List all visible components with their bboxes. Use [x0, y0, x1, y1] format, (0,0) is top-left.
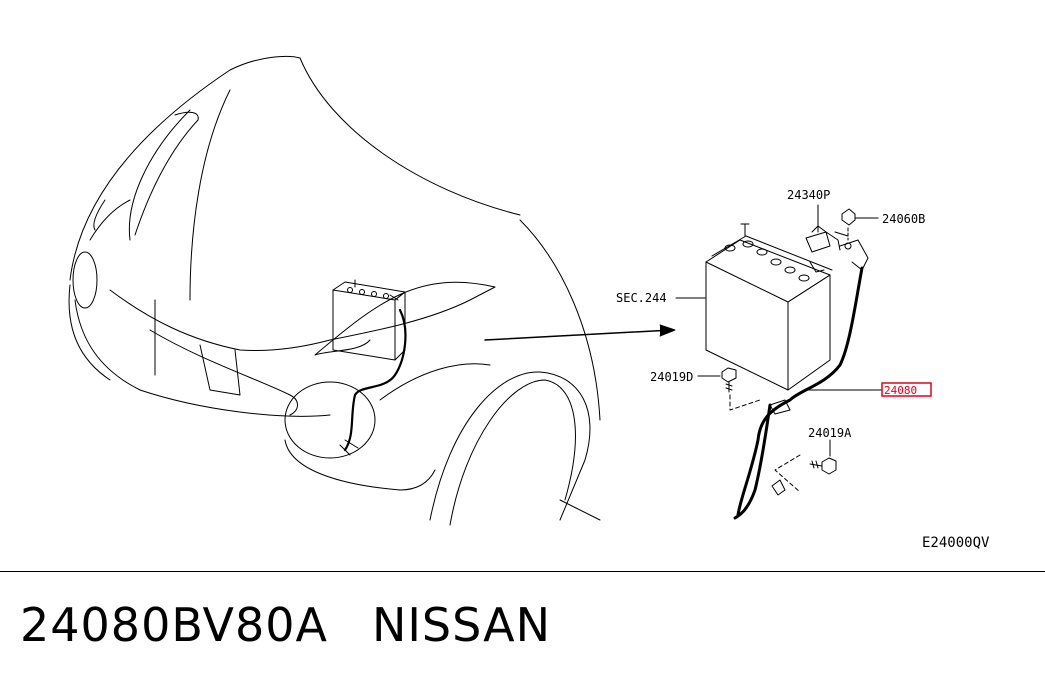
part-number: 24080BV80A	[20, 598, 328, 652]
parts-diagram: SEC.244 24340P 24060B 24019D 24080 24019…	[68, 55, 990, 551]
small-cable-end	[339, 439, 359, 456]
battery-cable-24080-b	[733, 403, 772, 520]
battery-cable-24080	[736, 266, 864, 517]
figure-code: E24000QV	[922, 535, 990, 551]
label-24340p[interactable]: 24340P	[787, 188, 830, 202]
callout-arrow-head	[659, 324, 676, 337]
label-24080[interactable]: 24080	[884, 384, 917, 397]
highlight-box-24080	[881, 382, 932, 397]
label-24019d[interactable]: 24019D	[650, 370, 693, 384]
small-battery-in-car	[332, 279, 406, 361]
cable-clip	[769, 399, 791, 415]
label-24060b[interactable]: 24060B	[882, 212, 925, 226]
callout-arrow	[484, 329, 673, 341]
car-outline	[68, 55, 601, 526]
label-sec244[interactable]: SEC.244	[616, 291, 667, 305]
footer-divider	[0, 571, 1045, 572]
clamp-24340p	[805, 204, 849, 253]
nut-24060b	[841, 208, 879, 250]
small-cable-in-car	[343, 308, 407, 452]
battery-detail	[705, 223, 833, 391]
cable-terminal-top	[839, 239, 869, 271]
label-24019a[interactable]: 24019A	[808, 426, 852, 440]
bolt-24019a	[774, 439, 837, 493]
brand-name: NISSAN	[371, 598, 552, 652]
cable-eyelet	[771, 479, 786, 496]
footer-title: 24080BV80A NISSAN	[20, 598, 551, 652]
bolt-24019d	[697, 367, 761, 411]
